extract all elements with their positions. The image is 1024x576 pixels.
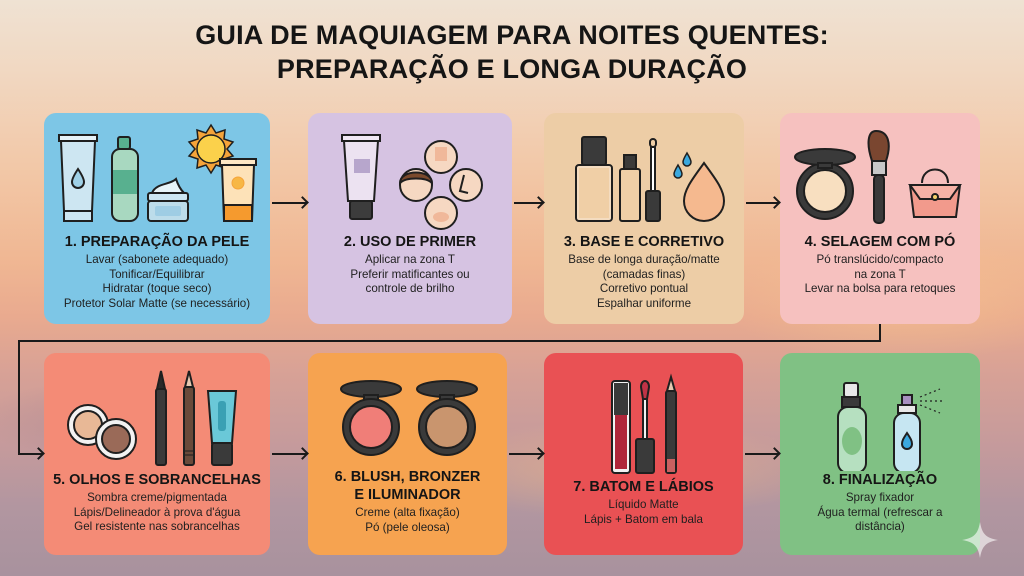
arrow-7-to-8 (745, 453, 778, 455)
step-4-illustration (780, 113, 980, 233)
cleanser-tube-icon (58, 134, 98, 222)
arrow-5-to-6 (272, 453, 306, 455)
toner-bottle-icon (111, 136, 139, 222)
step-6-details: Creme (alta fixação) Pó (pele oleosa) (355, 506, 460, 534)
step-card-2: 2. USO DE PRIMER Aplicar na zona T Prefe… (308, 113, 512, 324)
lip-pencil-icon (665, 373, 677, 474)
step-4-details: Pó translúcido/compacto na zona T Levar … (804, 253, 956, 295)
powder-brush-icon (867, 129, 890, 224)
arrow-into-5 (18, 453, 42, 455)
page-title: GUIA DE MAQUIAGEM PARA NOITES QUENTES: P… (195, 20, 829, 84)
eye-pencil-icon (183, 370, 195, 466)
step-card-4: 4. SELAGEM COM PÓ Pó translúcido/compact… (780, 113, 980, 324)
foundation-bottle-icon (575, 136, 613, 222)
step-card-5: 5. OLHOS E SOBRANCELHAS Sombra creme/pig… (44, 353, 270, 555)
step-3-details: Base de longa duração/matte (camadas fin… (568, 253, 720, 310)
liquid-lipstick-icon (611, 380, 655, 474)
step-card-3: 3. BASE E CORRETIVO Base de longa duraçã… (544, 113, 744, 324)
step-2-details: Aplicar na zona T Preferir matificantes … (350, 253, 470, 295)
sunscreen-tube-icon (219, 158, 257, 222)
connector-horizontal (18, 340, 881, 342)
t-zone-face-icons (398, 140, 483, 230)
step-2-heading: 2. USO DE PRIMER (343, 234, 477, 250)
step-1-illustration (44, 113, 270, 233)
step-2-illustration (308, 113, 512, 233)
concealer-icon (619, 138, 661, 222)
step-card-7: 7. BATOM E LÁBIOS Líquido Matte Lápis + … (544, 353, 743, 555)
step-card-6: 6. BLUSH, BRONZER E ILUMINADOR Creme (al… (308, 353, 507, 555)
step-card-8: 8. FINALIZAÇÃO Spray fixador Água termal… (780, 353, 980, 555)
step-5-illustration (44, 353, 270, 471)
blush-compact-icon (340, 380, 402, 456)
thermal-water-spray-icon (893, 388, 942, 471)
moisturizer-jar-icon (147, 177, 189, 222)
step-6-illustration (308, 353, 507, 468)
connector-down-left (18, 340, 20, 455)
step-8-illustration (780, 353, 980, 471)
connector-down-from-4 (879, 324, 881, 342)
sparkle-icon (962, 522, 998, 558)
eyeliner-icon (155, 370, 167, 466)
step-3-illustration (544, 113, 744, 233)
beauty-sponge-icon (682, 161, 726, 222)
handbag-icon (908, 168, 962, 218)
compact-powder-icon (794, 148, 856, 220)
step-7-heading: 7. BATOM E LÁBIOS (573, 479, 714, 495)
arrow-1-to-2 (272, 202, 306, 204)
step-8-heading: 8. FINALIZAÇÃO (822, 472, 938, 488)
step-1-details: Lavar (sabonete adequado) Tonificar/Equi… (63, 253, 251, 310)
step-5-heading: 5. OLHOS E SOBRANCELHAS (53, 472, 261, 488)
step-3-heading: 3. BASE E CORRETIVO (563, 234, 725, 250)
step-4-heading: 4. SELAGEM COM PÓ (804, 234, 956, 250)
arrow-2-to-3 (514, 202, 542, 204)
arrow-3-to-4 (746, 202, 778, 204)
brow-gel-tube-icon (206, 390, 238, 466)
step-1-heading: 1. PREPARAÇÃO DA PELE (64, 234, 250, 250)
step-card-1: 1. PREPARAÇÃO DA PELE Lavar (sabonete ad… (44, 113, 270, 324)
step-8-details: Spray fixador Água termal (refrescar a d… (817, 491, 943, 533)
primer-tube-icon (341, 134, 381, 220)
step-7-illustration (544, 353, 743, 478)
arrow-6-to-7 (509, 453, 542, 455)
setting-spray-icon (837, 382, 867, 471)
eyeshadow-pots-icon (67, 404, 137, 460)
step-5-details: Sombra creme/pigmentada Lápis/Delineador… (73, 491, 241, 533)
bronzer-compact-icon (416, 380, 478, 456)
step-7-details: Líquido Matte Lápis + Batom em bala (584, 498, 703, 526)
step-6-heading: 6. BLUSH, BRONZER E ILUMINADOR (334, 469, 481, 503)
water-drops-icon (673, 151, 692, 179)
